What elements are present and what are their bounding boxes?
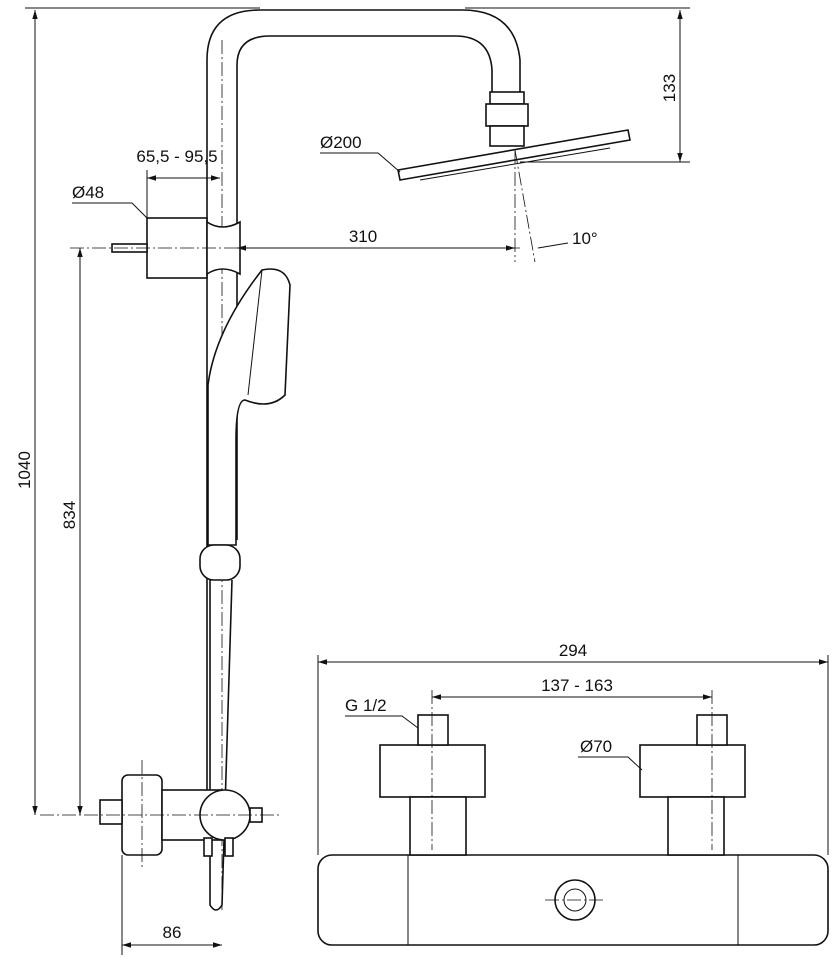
head-diameter-label: Ø200 <box>320 133 362 152</box>
head-drop-label: 133 <box>660 74 679 102</box>
mixer-front-view <box>317 690 829 946</box>
wall-offset-label: 65,5 - 95,5 <box>136 147 217 166</box>
mixer-width-label: 294 <box>559 641 587 660</box>
bracket-diameter-label: Ø48 <box>72 183 104 202</box>
overhead-shower-head <box>397 91 631 263</box>
dimension-lines <box>25 7 829 955</box>
total-height-label: 1040 <box>15 451 34 489</box>
mixer-side-view <box>40 760 280 870</box>
inlet-spacing-label: 137 - 163 <box>541 676 613 695</box>
hand-shower <box>199 268 291 911</box>
thread-size-label: G 1/2 <box>345 696 387 715</box>
head-tilt-label: 10° <box>572 229 598 248</box>
cap-diameter-label: Ø70 <box>580 737 612 756</box>
arm-reach-label: 310 <box>349 227 377 246</box>
outlet-height-label: 834 <box>60 501 79 529</box>
mixer-depth-label: 86 <box>163 923 182 942</box>
